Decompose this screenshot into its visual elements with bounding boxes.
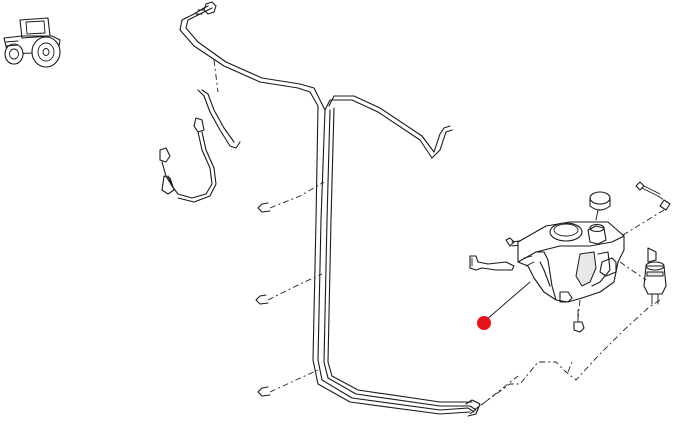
- mounting-screw-bottom: [573, 299, 585, 333]
- hose-clip-upper: [257, 181, 325, 213]
- hose-clip-lower: [257, 369, 319, 397]
- hose-clip-middle: [255, 273, 323, 305]
- reservoir-cap: [587, 191, 611, 245]
- highlight-marker[interactable]: [477, 316, 491, 330]
- washer-nozzle: [159, 59, 241, 203]
- tractor-icon: [3, 17, 61, 68]
- washer-hose: [179, 1, 481, 417]
- washer-pump: [619, 247, 667, 305]
- mounting-screw-top: [635, 181, 671, 205]
- washer-reservoir: [517, 221, 625, 303]
- mounting-bracket: [469, 255, 515, 271]
- callout-leader: [485, 281, 531, 321]
